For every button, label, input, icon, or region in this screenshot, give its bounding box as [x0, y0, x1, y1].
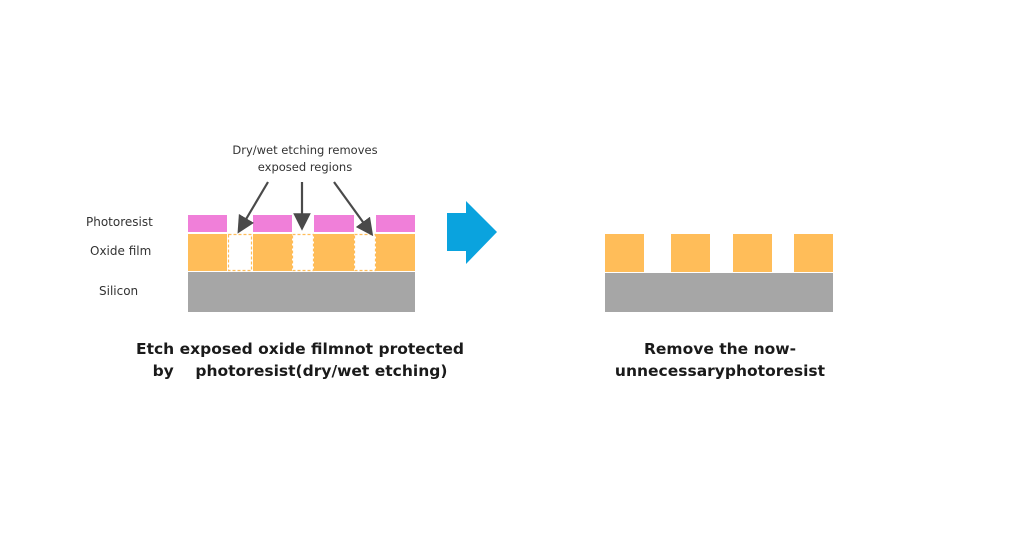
photoresist-block-4 [376, 215, 415, 232]
left-caption: Etch exposed oxide filmnot protected by … [120, 338, 480, 382]
oxide-block-3 [314, 234, 354, 271]
etched-region-1 [227, 233, 253, 272]
oxide-block-right-3 [733, 234, 772, 272]
pointer-arrow-left [237, 181, 269, 234]
process-arrow-icon [447, 201, 497, 264]
right-caption: Remove the now- unnecessaryphotoresist [590, 338, 850, 382]
silicon-layer-right [605, 273, 833, 312]
etched-region-2 [291, 233, 315, 272]
photoresist-block-2 [253, 215, 292, 232]
left-caption-line-1: Etch exposed oxide filmnot protected [135, 340, 465, 358]
oxide-block-4 [376, 234, 415, 271]
photoresist-block-1 [188, 215, 227, 232]
photoresist-label: Photoresist [86, 215, 153, 229]
pointer-arrow-right [333, 181, 374, 237]
right-caption-line-1: Remove the now- [643, 340, 797, 358]
right-caption-line-2: unnecessaryphotoresist [614, 362, 826, 380]
oxide-block-right-1 [605, 234, 644, 272]
callout-line-2: exposed regions [257, 160, 353, 174]
photoresist-block-3 [314, 215, 354, 232]
oxide-block-right-4 [794, 234, 833, 272]
silicon-layer-left [188, 272, 415, 312]
oxide-film-label: Oxide film [90, 244, 152, 258]
oxide-block-1 [188, 234, 227, 271]
silicon-label: Silicon [99, 284, 139, 298]
oxide-block-2 [253, 234, 292, 271]
callout-line-1: Dry/wet etching removes [232, 143, 378, 157]
left-caption-line-2: by photoresist(dry/wet etching) [152, 362, 448, 380]
oxide-block-right-2 [671, 234, 710, 272]
etching-callout: Dry/wet etching removes exposed regions [210, 142, 400, 176]
etched-region-3 [353, 233, 377, 272]
